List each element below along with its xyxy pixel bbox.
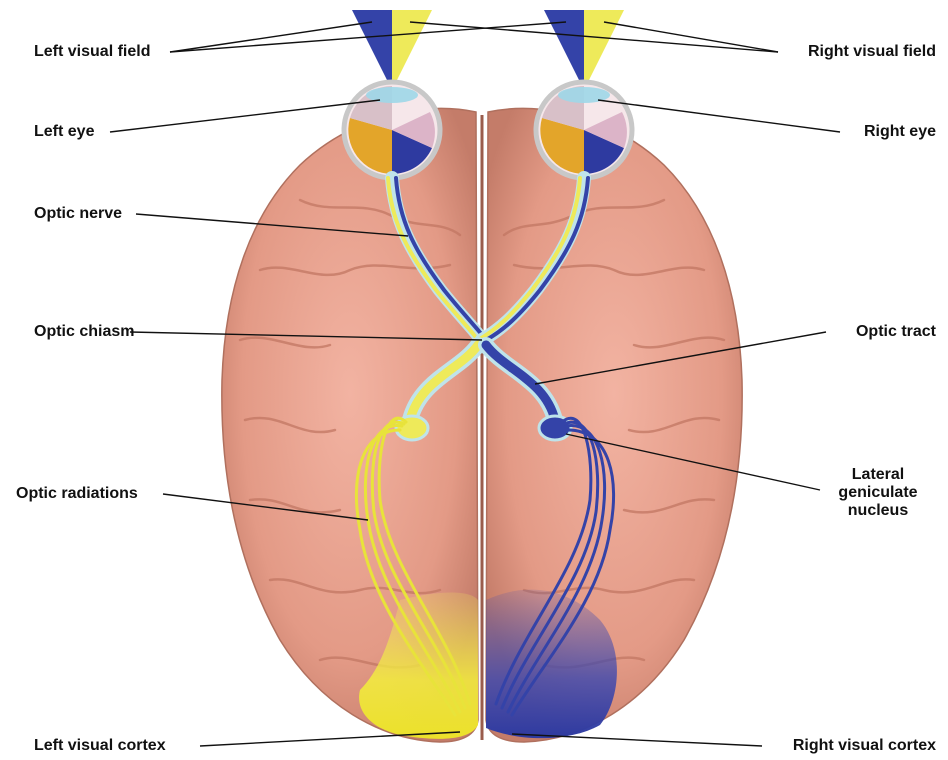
right-eye-label: Right eye bbox=[864, 123, 936, 141]
lgn-line-2: geniculate bbox=[818, 484, 938, 502]
visual-fields bbox=[352, 10, 624, 90]
left-visual-field-label: Left visual field bbox=[34, 43, 150, 61]
brain bbox=[222, 108, 742, 742]
optic-nerve-label: Optic nerve bbox=[34, 205, 122, 223]
right-visual-field-label: Right visual field bbox=[808, 43, 936, 61]
optic-chiasm-label: Optic chiasm bbox=[34, 323, 134, 341]
right-eye-graphic bbox=[536, 82, 632, 178]
left-eye-label: Left eye bbox=[34, 123, 94, 141]
lateral-geniculate-nucleus-label: Lateral geniculate nucleus bbox=[818, 466, 938, 520]
right-visual-cortex-label: Right visual cortex bbox=[793, 737, 936, 755]
optic-tract-label: Optic tract bbox=[856, 323, 936, 341]
lgn-line-3: nucleus bbox=[818, 502, 938, 520]
lgn-line-1: Lateral bbox=[818, 466, 938, 484]
left-visual-cortex-label: Left visual cortex bbox=[34, 737, 166, 755]
optic-radiations-label: Optic radiations bbox=[16, 485, 138, 503]
left-eye-graphic bbox=[344, 82, 440, 178]
